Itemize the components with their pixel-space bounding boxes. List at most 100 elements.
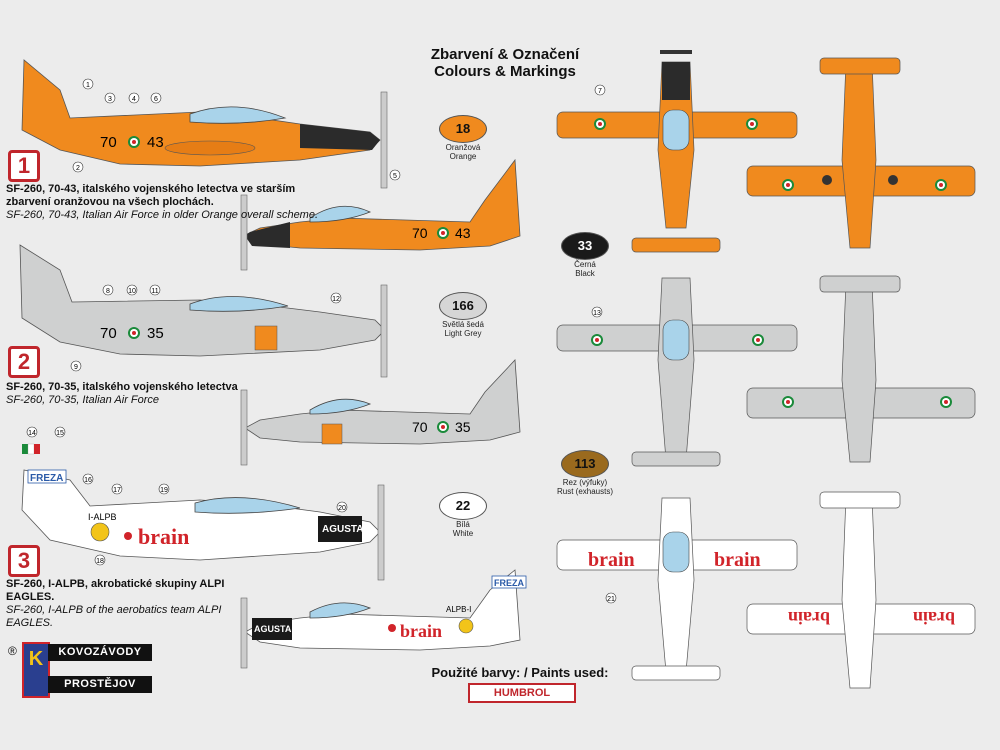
scheme3-reg-b: ALPB-I [446,605,471,614]
kovozavody-logo: ® K KOVOZÁVODY PROSTĚJOV [8,640,152,698]
scheme3-caption-en: SF-260, I-ALPB of the aerobatics team AL… [6,604,222,629]
svg-text:17: 17 [113,487,121,494]
scheme-number-2: 2 [8,346,40,378]
scheme2-code-left-a: 70 [100,325,117,342]
callout-5: 5 [389,169,401,181]
paint-code-18: 18 [439,115,487,143]
svg-text:15: 15 [56,430,64,437]
paint-code-113: 113 [561,450,609,478]
callout-11: 11 [149,284,161,296]
scheme1-top-view [556,50,798,253]
scheme1-code-right-b: 43 [455,225,471,241]
registered-mark: ® [8,644,17,658]
scheme3-side-view-b: brain ALPB-I AGUSTA FREZA [240,569,527,669]
paint-swatch-33: 33 Černá Black [540,232,630,278]
callout-6: 6 [150,92,162,104]
callout-2: 2 [72,161,84,173]
brand-top-text: KOVOZÁVODY [48,644,152,661]
svg-text:2: 2 [76,165,80,172]
scheme2-caption: SF-260, 70-35, italského vojenského lete… [6,381,326,407]
callout-20: 20 [336,501,348,513]
callout-21: 21 [605,592,617,604]
scheme3-brain-b: brain [400,621,442,641]
scheme3-caption-cz: SF-260, I-ALPB, akrobatické skupiny ALPI… [6,578,225,603]
humbrol-logo: HUMBROL [468,683,576,703]
scheme2-code-right-a: 35 [147,325,164,342]
svg-text:8: 8 [106,288,110,295]
svg-text:13: 13 [593,310,601,317]
svg-text:20: 20 [338,505,346,512]
callout-markers: 1 3 4 6 2 5 7 8 9 10 11 12 13 14 15 16 1… [26,78,617,604]
svg-text:21: 21 [607,596,615,603]
callout-15: 15 [54,426,66,438]
scheme3-top-view: brain brain [556,497,798,681]
svg-text:16: 16 [84,477,92,484]
scheme2-code-left-b: 70 [412,419,428,435]
scheme1-bottom-view [746,57,976,249]
scheme3-agusta-b: AGUSTA [254,624,292,634]
brand-shield-icon: K [22,642,50,698]
svg-text:1: 1 [86,82,90,89]
scheme1-caption: SF-260, 70-43, italského vojenského lete… [6,183,326,222]
scheme1-code-left-b: 70 [412,225,428,241]
paint-swatch-113: 113 Rez (výfuky) Rust (exhausts) [540,450,630,496]
paint-code-166: 166 [439,292,487,320]
callout-19: 19 [158,483,170,495]
svg-text:9: 9 [74,364,78,371]
svg-text:14: 14 [28,430,36,437]
paint-swatch-166: 166 Světlá šedá Light Grey [418,292,508,338]
scheme3-brain-bottom-left: brain [788,608,830,628]
svg-text:6: 6 [154,96,158,103]
callout-7: 7 [594,84,606,96]
scheme1-caption-cz: SF-260, 70-43, italského vojenského lete… [6,183,296,208]
scheme2-side-view-a: 70 35 [19,244,388,378]
paints-used-label: Použité barvy: / Paints used: [431,665,609,680]
callout-9: 9 [70,360,82,372]
callout-8: 8 [102,284,114,296]
scheme3-brain-a: brain [138,524,189,549]
brand-bottom-text: PROSTĚJOV [48,676,152,693]
svg-text:10: 10 [128,288,136,295]
scheme1-code-right-a: 43 [147,134,164,151]
paint-code-33: 33 [561,232,609,260]
callout-17: 17 [111,483,123,495]
scheme2-top-view [556,277,798,467]
callout-1: 1 [82,78,94,90]
scheme3-brain-top-right: brain [714,549,761,571]
scheme2-caption-en: SF-260, 70-35, Italian Air Force [6,394,160,406]
scheme3-side-view-a: brain I-ALPB AGUSTA FREZA [21,443,385,581]
callout-4: 4 [128,92,140,104]
scheme3-freza-b: FREZA [494,578,524,588]
callout-10: 10 [126,284,138,296]
scheme2-bottom-view [746,275,976,463]
svg-text:19: 19 [160,487,168,494]
callout-16: 16 [82,473,94,485]
scheme1-side-view-a: 70 43 [21,59,388,189]
scheme1-side-view-b: 70 43 [240,158,521,271]
svg-text:7: 7 [598,88,602,95]
title-czech: Zbarvení & Označení [430,46,580,63]
svg-text:18: 18 [96,558,104,565]
scheme3-bottom-view: brain brain [746,491,976,689]
paint-code-22: 22 [439,492,487,520]
svg-text:4: 4 [132,96,136,103]
scheme2-side-view-b: 70 35 [240,359,521,466]
callout-18: 18 [94,554,106,566]
scheme1-code-left-a: 70 [100,134,117,151]
scheme3-brain-top-left: brain [588,549,635,571]
scheme1-caption-en: SF-260, 70-43, Italian Air Force in olde… [6,209,319,221]
callout-14: 14 [26,426,38,438]
callout-12: 12 [330,292,342,304]
svg-text:12: 12 [332,296,340,303]
scheme-number-1: 1 [8,150,40,182]
svg-text:5: 5 [393,173,397,180]
paint-swatch-18: 18 Oranžová Orange [418,115,508,161]
scheme2-code-right-b: 35 [455,419,471,435]
title-english: Colours & Markings [434,63,576,80]
paint-swatch-22: 22 Bílá White [418,492,508,538]
callout-3: 3 [104,92,116,104]
page-title: Zbarvení & Označení Colours & Markings [400,46,610,80]
scheme3-agusta-a: AGUSTA [322,524,363,535]
scheme3-freza-a: FREZA [30,473,63,484]
